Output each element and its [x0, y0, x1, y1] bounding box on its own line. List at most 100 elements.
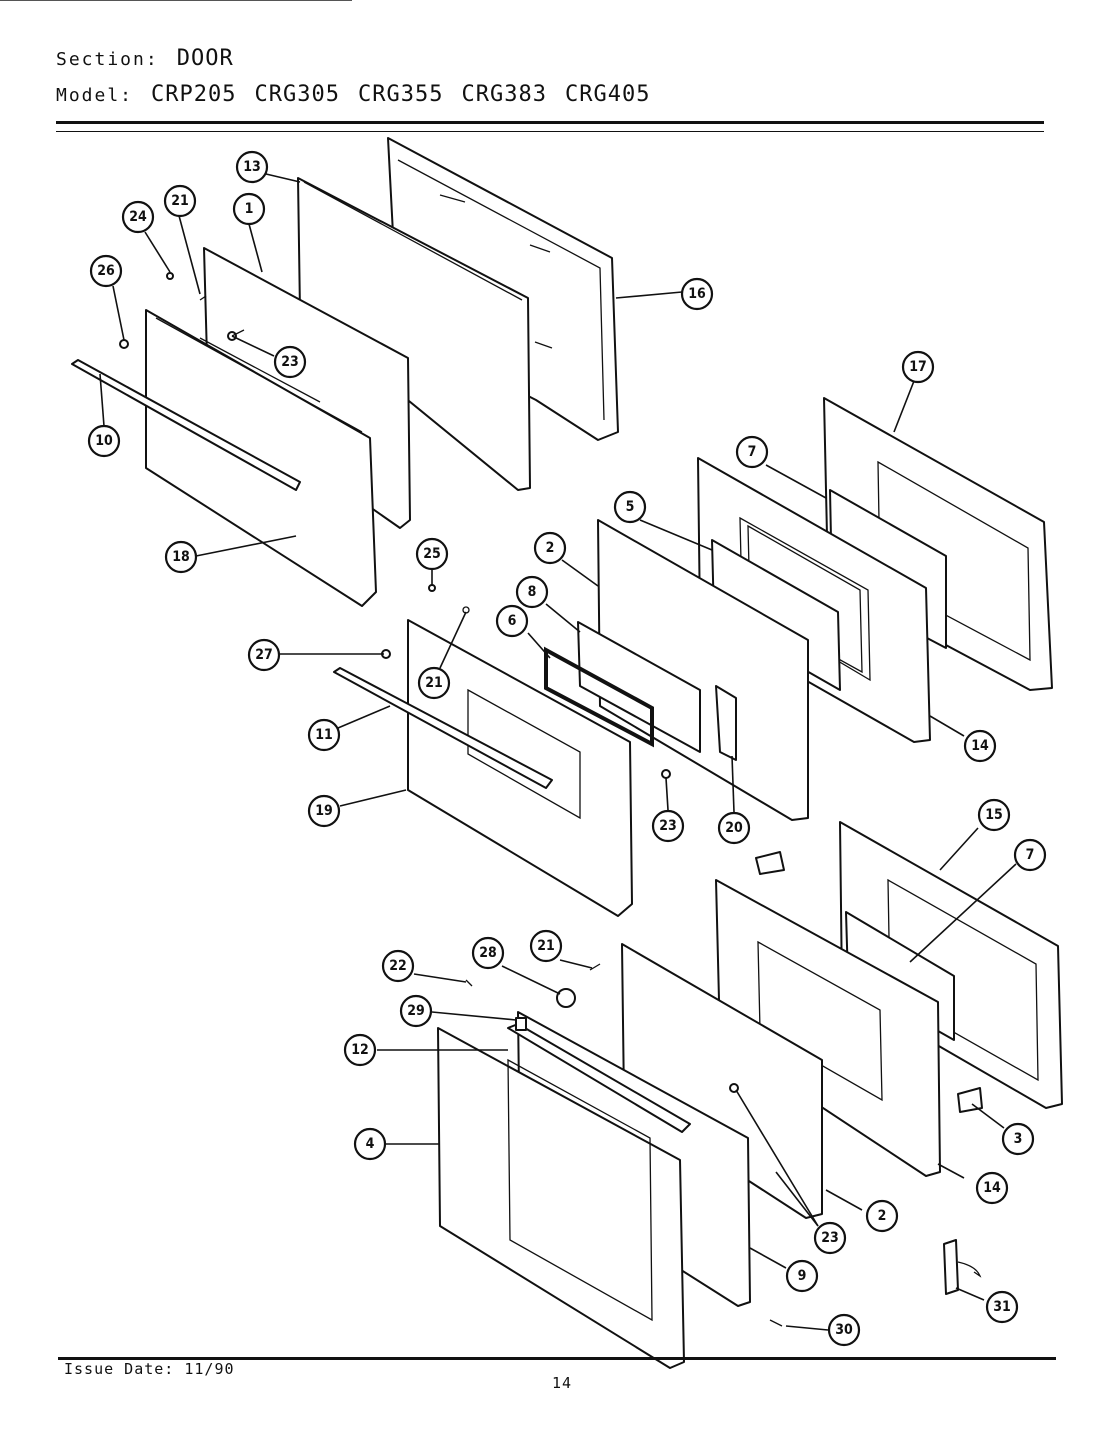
callout-23: 23: [273, 345, 307, 379]
svg-text:21: 21: [537, 938, 555, 954]
svg-text:5: 5: [626, 499, 635, 515]
part-outer-door-panel-18: [145, 309, 377, 607]
top-edge-line: [0, 0, 352, 1]
part-inner-glass-8: [577, 621, 701, 753]
svg-text:13: 13: [243, 159, 261, 175]
callout-7: 7: [735, 435, 769, 469]
svg-text:17: 17: [909, 359, 927, 375]
svg-text:18: 18: [172, 549, 190, 565]
callout-29: 29: [399, 994, 433, 1028]
callout-30: 30: [827, 1313, 861, 1347]
leader-lines: [99, 173, 1017, 1331]
callout-6: 6: [495, 604, 529, 638]
callout-27: 27: [247, 638, 281, 672]
callout-26: 26: [89, 254, 123, 288]
svg-text:2: 2: [878, 1208, 887, 1224]
part-clip-21-low: [589, 963, 601, 971]
callout-23: 23: [651, 809, 685, 843]
callout-7: 7: [1013, 838, 1047, 872]
callout-4: 4: [353, 1127, 387, 1161]
svg-text:11: 11: [315, 727, 333, 743]
svg-text:28: 28: [479, 945, 497, 961]
callout-3: 3: [1001, 1122, 1035, 1156]
part-screw-26: [119, 339, 129, 349]
svg-text:3: 3: [1014, 1131, 1023, 1147]
callout-21: 21: [529, 929, 563, 963]
callout-2: 2: [533, 531, 567, 565]
header-rule: [56, 121, 1044, 124]
model-number: CRP205: [151, 82, 237, 107]
svg-text:15: 15: [985, 807, 1003, 823]
svg-text:23: 23: [659, 818, 677, 834]
part-handle-10: [71, 359, 301, 491]
issue-date: Issue Date: 11/90: [64, 1360, 235, 1378]
part-screw-24: [166, 272, 174, 280]
svg-text:27: 27: [255, 647, 273, 663]
svg-text:7: 7: [1026, 847, 1035, 863]
svg-text:23: 23: [281, 354, 299, 370]
callout-1: 1: [232, 192, 266, 226]
callout-9: 9: [785, 1259, 819, 1293]
callout-14: 14: [963, 729, 997, 763]
svg-text:4: 4: [366, 1136, 375, 1152]
svg-text:2: 2: [546, 540, 555, 556]
callout-12: 12: [343, 1033, 377, 1067]
part-clip-21-top: [199, 295, 207, 301]
callout-20: 20: [717, 811, 751, 845]
callout-2: 2: [865, 1199, 899, 1233]
part-hinge-31: [943, 1239, 982, 1295]
callout-5: 5: [613, 490, 647, 524]
svg-text:21: 21: [425, 675, 443, 691]
footer-rule: [58, 1357, 1056, 1360]
part-knob-28: [556, 988, 576, 1008]
callout-21: 21: [417, 666, 451, 700]
svg-text:20: 20: [725, 820, 743, 836]
model-number: CRG355: [358, 82, 444, 107]
svg-text:29: 29: [407, 1003, 425, 1019]
part-pin-30: [769, 1319, 783, 1327]
part-clip-29: [515, 1017, 527, 1031]
part-screw-23-mid: [661, 769, 671, 779]
svg-text:10: 10: [95, 433, 113, 449]
callout-21: 21: [163, 184, 197, 218]
part-gasket-6: [544, 646, 654, 748]
callout-18: 18: [164, 540, 198, 574]
part-bracket-top-low: [755, 851, 785, 875]
svg-text:8: 8: [528, 584, 537, 600]
header-rule-thin: [56, 131, 1044, 132]
callout-24: 24: [121, 200, 155, 234]
svg-text:26: 26: [97, 263, 115, 279]
svg-text:25: 25: [423, 546, 441, 562]
page-number: 14: [552, 1374, 573, 1392]
callout-11: 11: [307, 718, 341, 752]
svg-text:7: 7: [748, 444, 757, 460]
section-heading: Section:DOOR: [56, 46, 234, 71]
model-number: CRG305: [254, 82, 340, 107]
model-number: CRG383: [461, 82, 547, 107]
model-label: Model:: [56, 85, 134, 106]
callout-17: 17: [901, 350, 935, 384]
svg-text:21: 21: [171, 193, 189, 209]
callout-19: 19: [307, 794, 341, 828]
callout-31: 31: [985, 1290, 1019, 1324]
callout-10: 10: [87, 424, 121, 458]
svg-text:24: 24: [129, 209, 147, 225]
svg-text:9: 9: [798, 1268, 807, 1284]
section-value: DOOR: [176, 46, 234, 71]
callout-28: 28: [471, 936, 505, 970]
svg-text:12: 12: [351, 1042, 369, 1058]
svg-text:14: 14: [971, 738, 989, 754]
part-bracket-20: [715, 685, 737, 761]
part-handle-11: [333, 667, 553, 789]
callout-14: 14: [975, 1171, 1009, 1205]
callout-25: 25: [415, 537, 449, 571]
part-trim-12: [507, 1023, 691, 1133]
part-door-frame-4: [437, 1027, 685, 1369]
svg-text:31: 31: [993, 1299, 1011, 1315]
part-inner-panel-13: [297, 177, 531, 491]
svg-text:1: 1: [245, 201, 254, 217]
svg-text:22: 22: [389, 958, 407, 974]
svg-text:6: 6: [508, 613, 517, 629]
